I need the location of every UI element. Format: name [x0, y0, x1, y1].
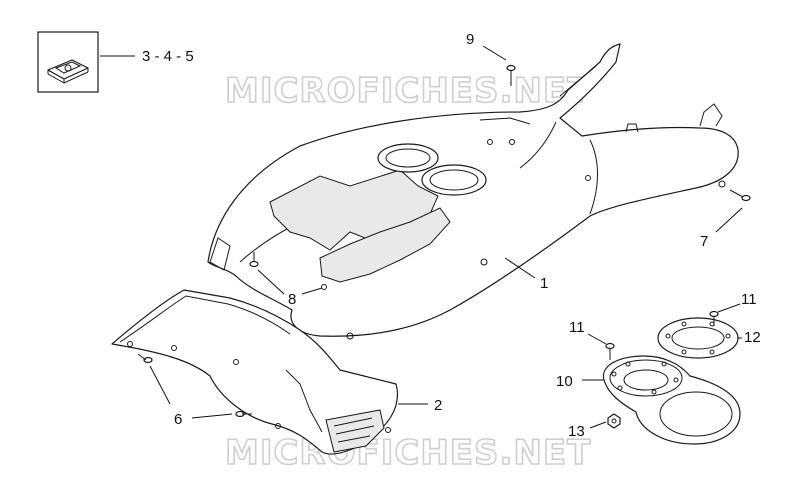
leader-1: [504, 257, 536, 279]
callout-7: 7: [700, 233, 708, 250]
lower-tail-part: [111, 289, 399, 455]
leader-13: [589, 421, 607, 429]
screw-7: [729, 189, 751, 202]
callout-8: 8: [288, 291, 296, 308]
callout-6: 6: [174, 411, 182, 428]
leader-11a: [587, 333, 607, 345]
ring-bracket-10: [602, 355, 741, 445]
leader-7: [715, 207, 743, 233]
leader-6a: [149, 365, 171, 405]
callout-12: 12: [744, 329, 761, 346]
nut-13: [607, 413, 621, 429]
screw-11: [605, 310, 719, 360]
callout-11b: 11: [741, 291, 757, 308]
leader-6b: [191, 413, 233, 419]
watermark-top: MICROFICHES.NET: [225, 71, 591, 111]
leader-9: [482, 45, 507, 61]
watermark-bottom: MICROFICHES.NET: [225, 433, 591, 473]
screw-9: [506, 64, 516, 86]
callout-1: 1: [540, 275, 548, 292]
flat-ring-12: [657, 317, 739, 359]
callout-13: 13: [568, 423, 585, 440]
callout-2: 2: [434, 397, 442, 414]
clip-inset: [37, 31, 99, 93]
leader-11b: [717, 303, 741, 313]
rear-body-part: [207, 43, 739, 340]
callout-10: 10: [556, 373, 573, 390]
screw-8: [249, 252, 259, 268]
callout-11a: 11: [569, 319, 585, 336]
callout-9: 9: [466, 31, 474, 48]
leader-8b: [301, 287, 323, 295]
screw-6: [137, 353, 252, 418]
callout-3-4-5: 3 - 4 - 5: [142, 48, 194, 65]
leader-8a: [257, 269, 285, 295]
